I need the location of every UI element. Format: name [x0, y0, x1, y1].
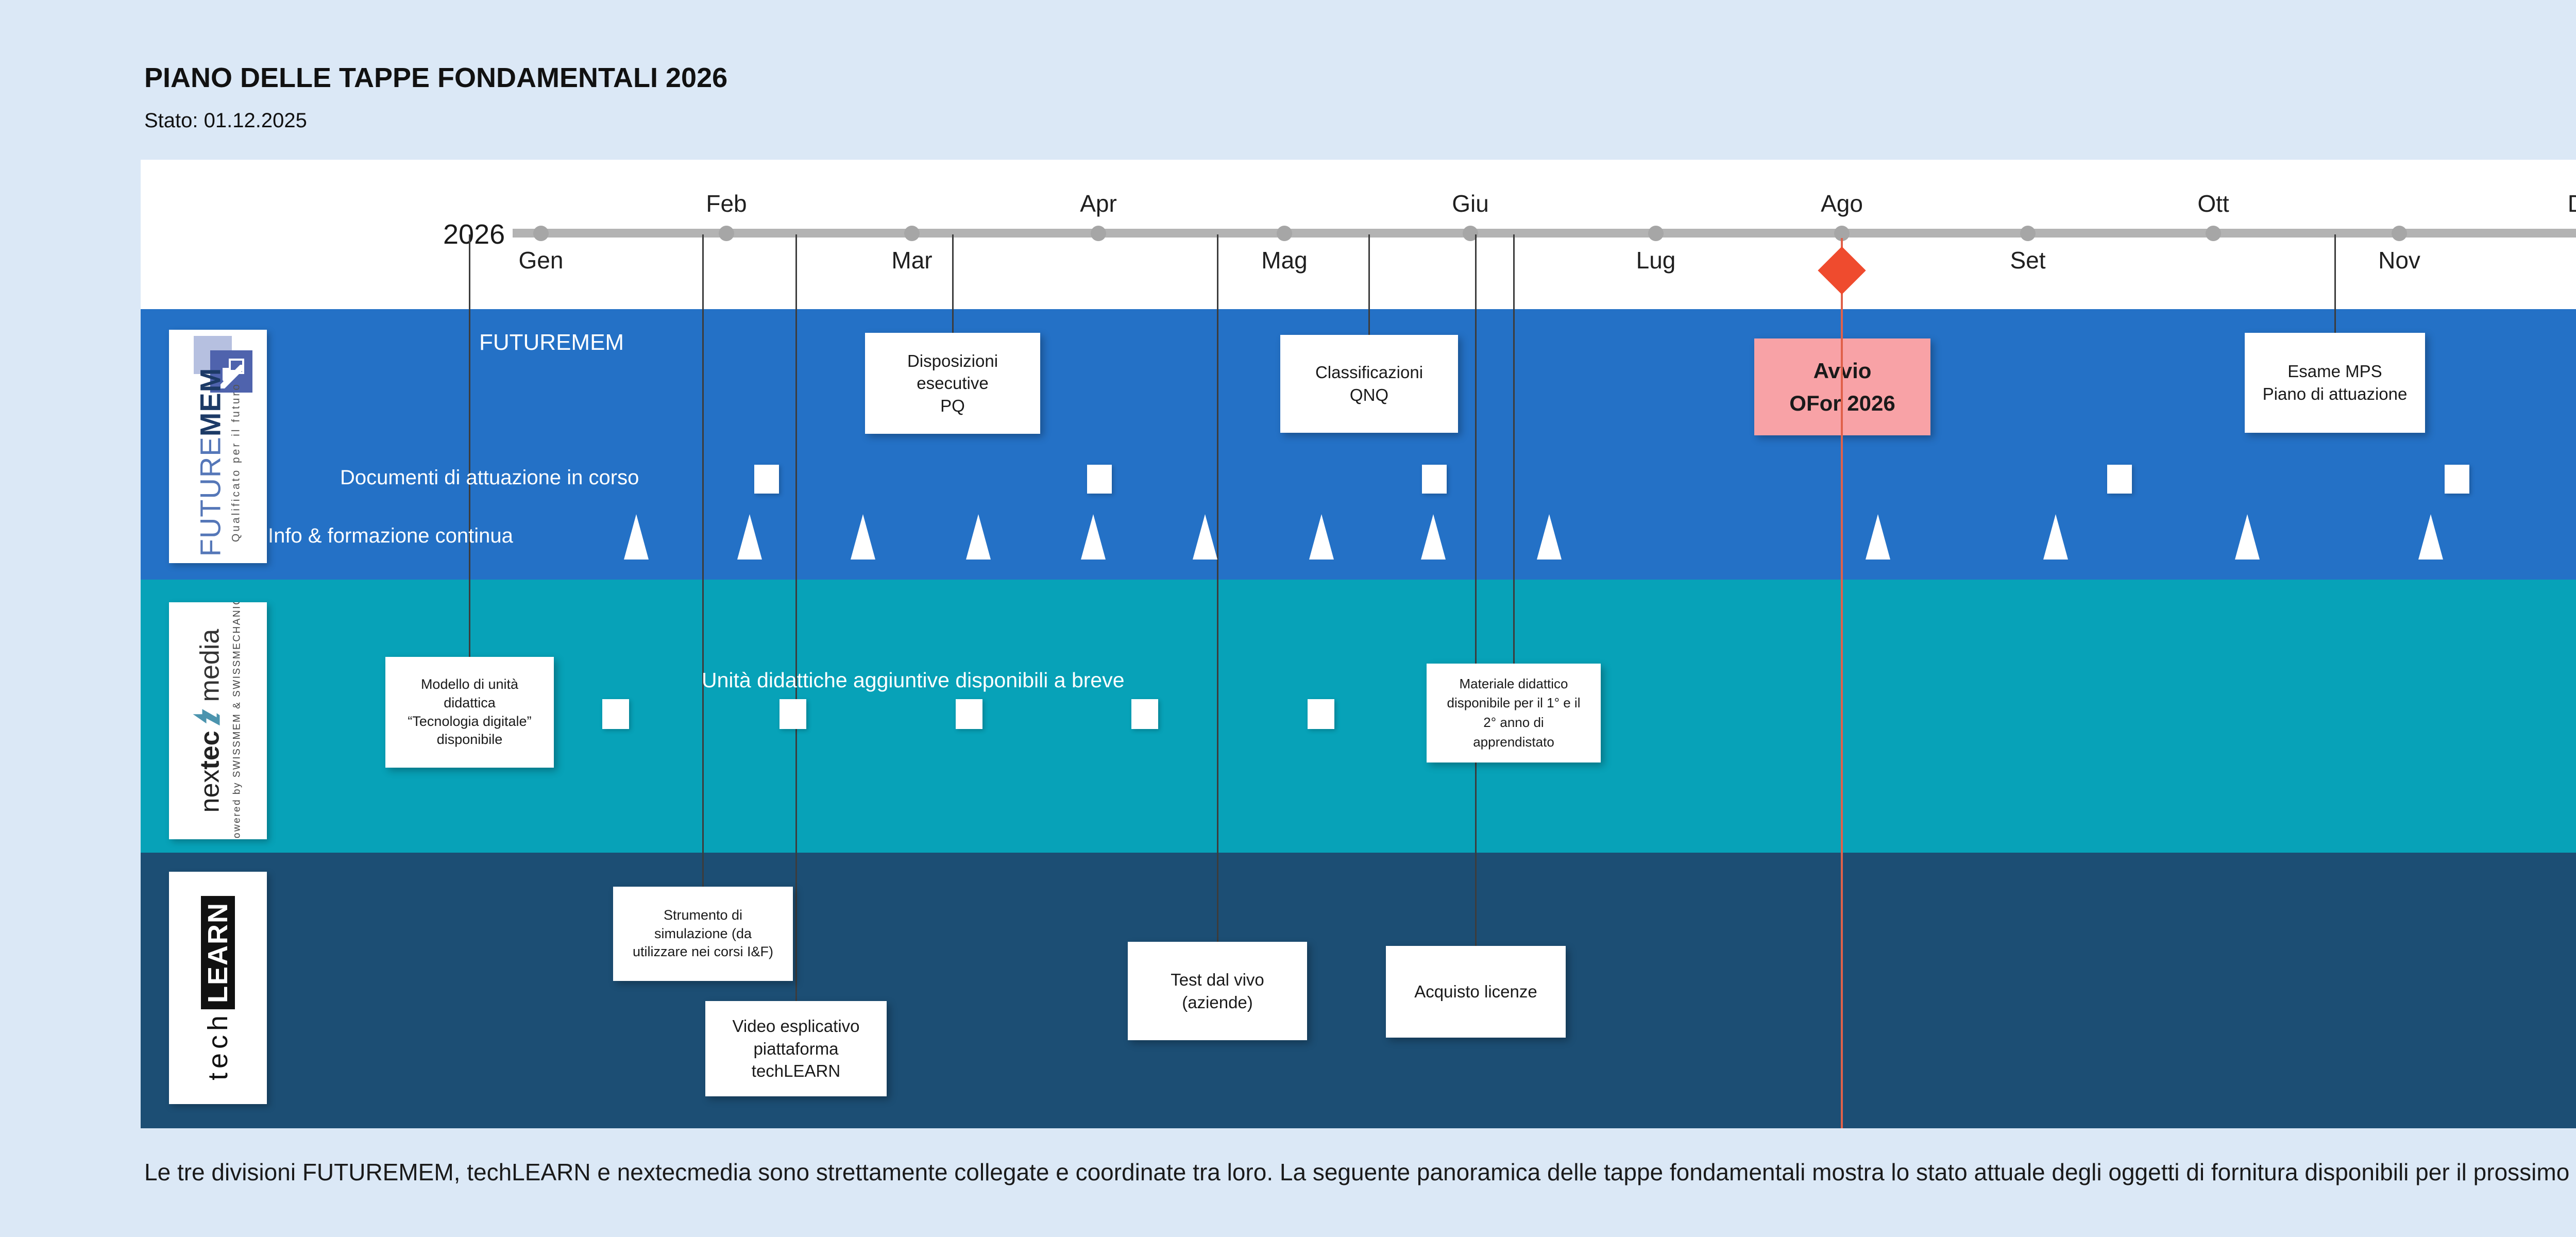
documenti-label: Documenti di attuazione in corso [340, 466, 639, 489]
timeline-plot-area [141, 160, 2576, 1128]
info-triangle-marker [966, 514, 991, 560]
logo-techlearn-part2: LEARN [201, 895, 235, 1009]
logo-futuremem-part1: FUTURE [194, 436, 227, 556]
info-triangle-marker [1421, 514, 1446, 560]
info-triangle-marker [1537, 514, 1562, 560]
documenti-square-marker [2445, 465, 2469, 494]
month-label-nov: Nov [2378, 247, 2420, 274]
unita-square-marker [602, 699, 629, 729]
milestone-connector [1216, 234, 1218, 942]
logo-futuremem: FUTUREMEM Qualificato per il futuro [169, 330, 267, 563]
row-band-techlearn [141, 853, 2576, 1128]
info-triangle-marker [2418, 514, 2443, 560]
unita-square-marker [956, 699, 982, 729]
month-label-giu: Giu [1452, 190, 1489, 217]
unita-square-marker [1308, 699, 1334, 729]
info-triangle-marker [737, 514, 762, 560]
info-triangle-marker [851, 514, 875, 560]
milestone-connector [952, 234, 954, 333]
timeline-tick-mar [904, 226, 920, 241]
nextec-arrow-icon [193, 705, 227, 727]
info-triangle-marker [1866, 514, 1890, 560]
month-label-apr: Apr [1080, 190, 1117, 217]
milestone-connector [702, 234, 704, 887]
milestone-acquisto-licenze: Acquisto licenze [1386, 946, 1566, 1038]
timeline-tick-mag [1277, 226, 1292, 241]
status-date: Stato: 01.12.2025 [144, 109, 307, 132]
milestone-connector [469, 234, 470, 657]
logo-nextec-subtitle: powered by SWISSMEM & SWISSMECHANIC [231, 602, 243, 839]
milestone-connector [795, 234, 797, 1001]
timeline-tick-lug [1648, 226, 1664, 241]
month-label-ott: Ott [2197, 190, 2229, 217]
documenti-square-marker [754, 465, 779, 494]
milestone-connector [1368, 234, 1370, 335]
info-triangle-marker [1081, 514, 1106, 560]
month-label-feb: Feb [706, 190, 747, 217]
timeline-tick-ott [2206, 226, 2221, 241]
today-line [1841, 238, 1843, 1128]
futuremem-title: FUTUREMEM [479, 330, 624, 355]
timeline-axis-2026 [513, 229, 2576, 238]
logo-nextec-part1: nex [195, 769, 225, 813]
unita-square-marker [779, 699, 806, 729]
logo-futuremem-subtitle: Qualificato per il futuro [230, 382, 242, 542]
milestone-connector [1475, 234, 1477, 946]
footer-caption: Le tre divisioni FUTUREMEM, techLEARN e … [144, 1159, 2576, 1185]
month-label-lug: Lug [1636, 247, 1676, 274]
milestone-connector [2334, 234, 2336, 333]
milestone-test-dal-vivo: Test dal vivo(aziende) [1128, 942, 1307, 1040]
logo-nextec-part2: tec [195, 731, 225, 770]
timeline-tick-gen [533, 226, 549, 241]
timeline-tick-nov [2392, 226, 2407, 241]
timeline-tick-feb [719, 226, 734, 241]
info-triangle-marker [1193, 514, 1217, 560]
month-label-set: Set [2010, 247, 2046, 274]
logo-nextec-part3: media [195, 629, 225, 702]
month-label-gen: Gen [518, 247, 564, 274]
info-triangle-marker [2235, 514, 2260, 560]
documenti-square-marker [2107, 465, 2132, 494]
documenti-square-marker [1422, 465, 1447, 494]
logo-futuremem-part2: MEM [194, 367, 227, 436]
logo-nextecmedia: nextec media powered by SWISSMEM & SWISS… [169, 602, 267, 839]
page-title: PIANO DELLE TAPPE FONDAMENTALI 2026 [144, 62, 728, 93]
info-triangle-marker [1309, 514, 1334, 560]
month-label-ago: Ago [1821, 190, 1863, 217]
timeline-tick-set [2020, 226, 2036, 241]
year-start-label: 2026 [443, 219, 505, 250]
info-triangle-marker [624, 514, 649, 560]
unita-label: Unità didattiche aggiuntive disponibili … [702, 668, 1125, 692]
timeline-tick-apr [1091, 226, 1106, 241]
futuremem-logo-arrow-icon [210, 350, 252, 393]
unita-square-marker [1131, 699, 1158, 729]
month-label-mar: Mar [891, 247, 933, 274]
month-label-dic: Dic [2568, 190, 2576, 217]
documenti-square-marker [1087, 465, 1112, 494]
milestone-connector [1513, 234, 1515, 664]
info-label: Info & formazione continua [268, 524, 513, 547]
info-triangle-marker [2043, 514, 2068, 560]
month-label-mag: Mag [1261, 247, 1308, 274]
logo-techlearn-part1: tech [202, 1011, 233, 1080]
